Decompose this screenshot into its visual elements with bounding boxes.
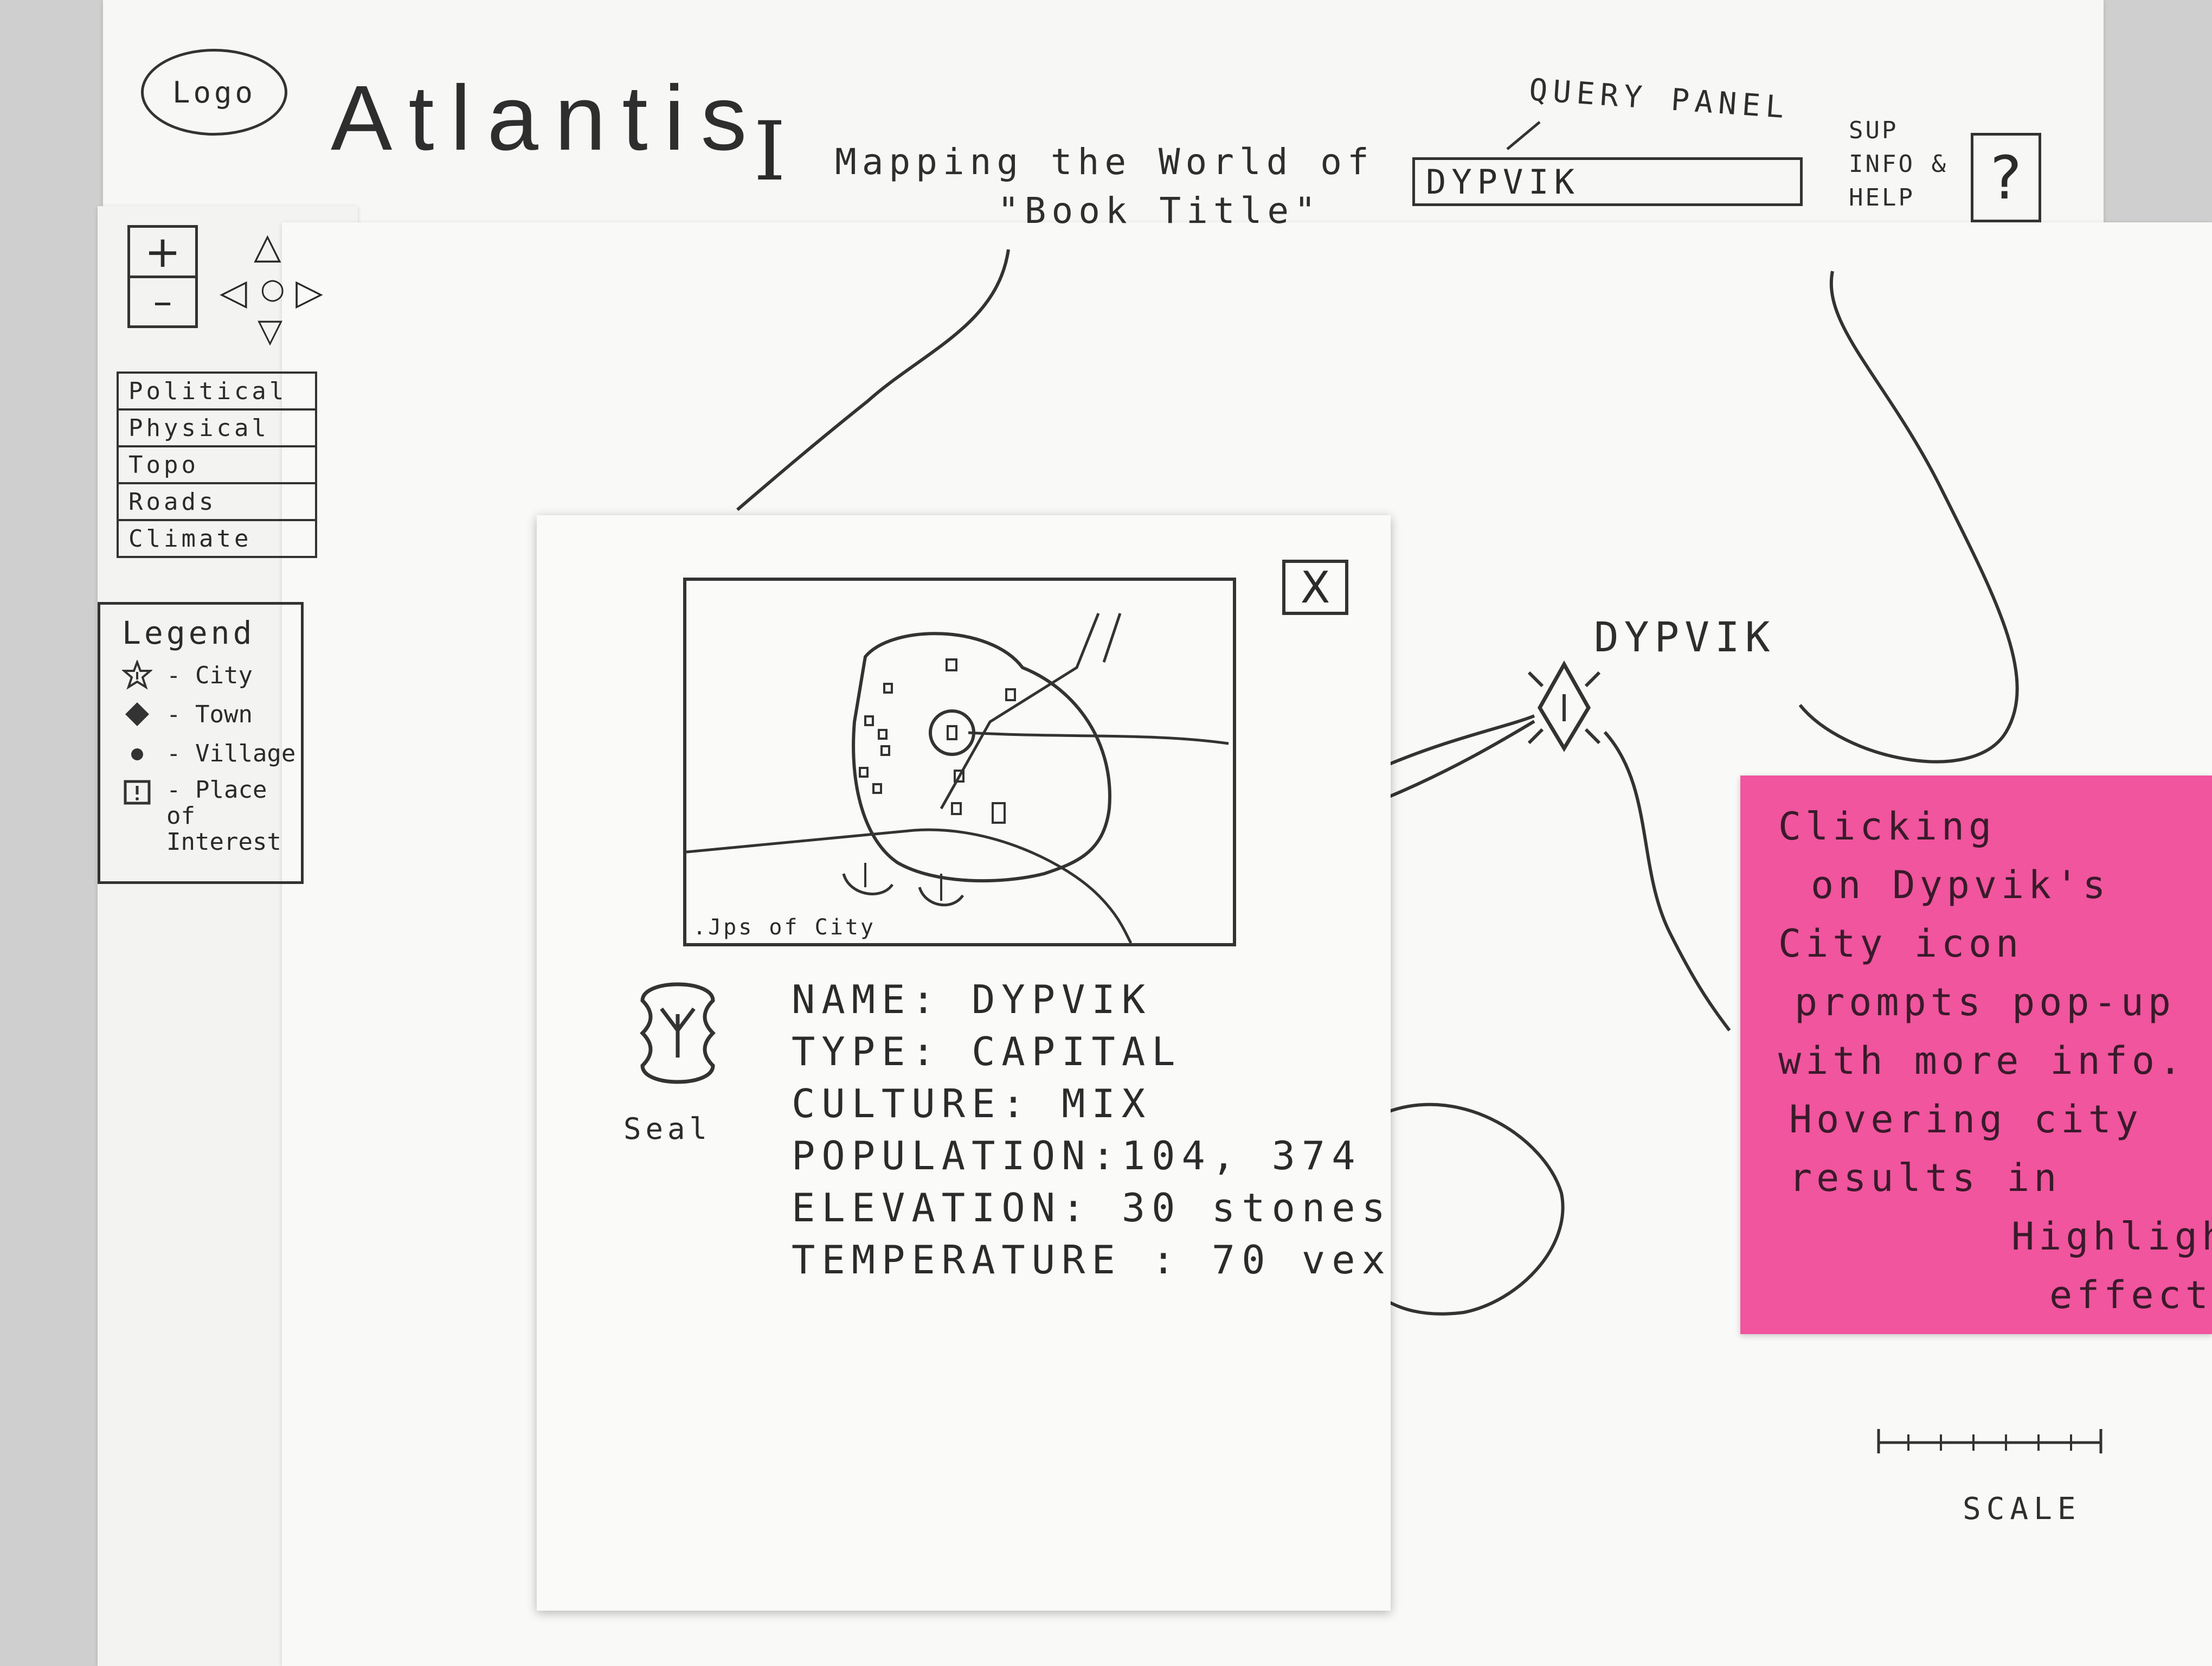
layer-roads[interactable]: Roads [117, 484, 317, 521]
field-name: NAME: DYPVIK [792, 977, 1152, 1022]
sticky-line-7: Highlight [2011, 1214, 2212, 1259]
help-button[interactable]: ? [1971, 133, 2041, 222]
pan-center-button[interactable]: ○ [260, 273, 285, 305]
pan-left-button[interactable]: ◁ [220, 271, 247, 313]
sup-info-help-label: SUP INFO & HELP [1849, 117, 1948, 212]
legend-title: Legend [122, 614, 255, 651]
layer-physical[interactable]: Physical [117, 411, 317, 447]
legend-town-label: - Town [166, 700, 253, 728]
legend: Legend - City - Town - Village - Place o… [98, 602, 304, 884]
scale-bar [1877, 1429, 2102, 1453]
sticky-line-1: on Dypvik's [1811, 863, 2110, 907]
city-info-popup: X .Jps of City [537, 515, 1391, 1611]
pan-right-button[interactable]: ▷ [295, 271, 323, 313]
layer-political[interactable]: Political [117, 371, 317, 411]
query-panel-pointer [1506, 121, 1541, 150]
sticky-line-8: effect [2049, 1273, 2212, 1317]
app-title: Atlantis [331, 67, 763, 170]
sticky-line-3: prompts pop-up [1795, 980, 2176, 1024]
city-image: .Jps of City [683, 578, 1236, 946]
legend-item-town: - Town [122, 699, 301, 729]
map-layer-list: Political Physical Topo Roads Climate [117, 371, 317, 558]
field-culture: CULTURE: MIX [792, 1081, 1152, 1126]
pan-down-button[interactable]: ▽ [258, 312, 283, 350]
zoom-out-icon: – [153, 279, 172, 324]
layer-climate[interactable]: Climate [117, 521, 317, 558]
zoom-controls: + – [127, 225, 198, 328]
sticky-line-6: results in [1789, 1156, 2061, 1200]
zoom-in-button[interactable]: + [130, 226, 195, 278]
text-cursor-icon: I [754, 105, 786, 199]
town-diamond-icon [125, 702, 149, 726]
sticky-line-5: Hovering city [1789, 1097, 2143, 1142]
map-city-label: DYPVIK [1594, 613, 1776, 661]
seal-label: Seal [623, 1112, 712, 1146]
field-elevation: ELEVATION: 30 stones [792, 1185, 1392, 1231]
legend-village-label: - Village [166, 739, 296, 767]
city-seal-icon [640, 982, 716, 1084]
field-population: POPULATION:104, 374 [792, 1133, 1362, 1178]
sticky-line-4: with more info. [1778, 1039, 2187, 1083]
tagline-line1: Mapping the World of [835, 141, 1374, 183]
field-type: TYPE: CAPITAL [792, 1029, 1182, 1074]
zoom-in-icon: + [144, 226, 181, 277]
layer-topo[interactable]: Topo [117, 447, 317, 484]
pan-up-button[interactable]: △ [254, 225, 281, 267]
tagline-line2: "Book Title" [998, 190, 1321, 232]
city-sketch-image [686, 613, 1229, 943]
village-dot-icon [131, 748, 143, 760]
place-of-interest-icon [124, 780, 151, 805]
popup-close-button[interactable]: X [1282, 560, 1348, 615]
city-info-fields: NAME: DYPVIK TYPE: CAPITAL CULTURE: MIX … [792, 973, 1392, 1286]
city-star-icon [122, 660, 152, 690]
zoom-out-button[interactable]: – [130, 278, 195, 324]
sticky-line-0: Clicking [1778, 804, 1996, 849]
search-input-value: DYPVIK [1426, 162, 1580, 202]
search-input[interactable]: DYPVIK [1412, 157, 1803, 206]
field-temperature: TEMPERATURE : 70 vex [792, 1237, 1392, 1283]
legend-poi-label: - Place of Interest [166, 776, 281, 856]
sticky-line-2: City icon [1778, 921, 2023, 966]
sticky-note: Clicking on Dypvik's City icon prompts p… [1740, 776, 2212, 1334]
help-icon: ? [1990, 143, 2022, 213]
legend-item-city: - City [122, 660, 301, 690]
city-image-caption: .Jps of City [693, 915, 876, 940]
scale-label: SCALE [1963, 1491, 2081, 1527]
logo-text: Logo [172, 75, 256, 110]
legend-item-place-of-interest: - Place of Interest [122, 777, 301, 855]
legend-item-village: - Village [122, 738, 301, 768]
logo[interactable]: Logo [141, 49, 287, 136]
close-icon: X [1300, 562, 1330, 613]
dypvik-city-marker[interactable] [1513, 656, 1616, 759]
legend-city-label: - City [166, 661, 253, 689]
